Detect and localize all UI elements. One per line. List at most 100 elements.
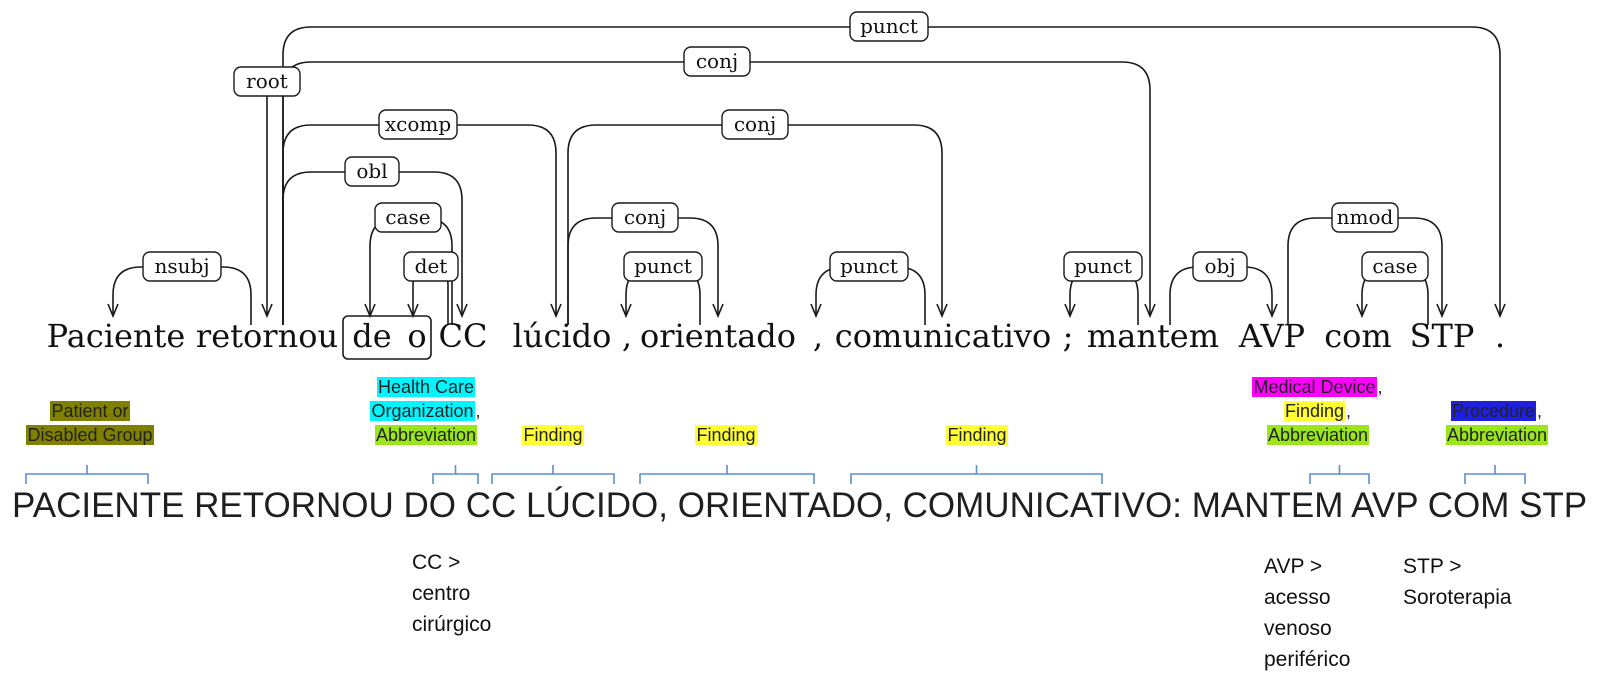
entity-category: Patient or — [50, 401, 130, 421]
entity-label-lucido: Finding — [443, 423, 663, 447]
svg-text:punct: punct — [634, 254, 692, 278]
relation-label: conj — [611, 202, 679, 233]
relation-label: punct — [623, 251, 703, 282]
note-cc: CC > centro cirúrgico — [412, 551, 492, 636]
entity-category: Disabled Group — [26, 425, 154, 445]
token-word: comunicativo — [835, 317, 1051, 355]
dependency-arc — [282, 171, 463, 325]
relation-label: obl — [344, 156, 400, 187]
entity-category: Health Care — [376, 377, 476, 397]
arrowhead — [1436, 303, 1448, 319]
span-bracket — [491, 465, 615, 484]
entity-label-line: Disabled Group — [0, 423, 200, 447]
entity-category: Medical Device — [1252, 377, 1377, 397]
svg-text:punct: punct — [860, 14, 918, 38]
token-word: . — [1495, 317, 1505, 355]
entity-label-orientado: Finding — [616, 423, 836, 447]
note-stp: STP > Soroterapia — [1403, 555, 1512, 609]
svg-text:case: case — [1372, 254, 1417, 278]
token-word: orientado — [640, 317, 796, 355]
entity-category: Finding — [946, 425, 1008, 445]
span-bracket — [850, 465, 1103, 484]
span-bracket — [1464, 465, 1526, 484]
arrowhead — [1494, 303, 1506, 319]
entity-label-line: Abbreviation — [316, 423, 536, 447]
arrowhead — [810, 303, 822, 319]
span-bracket — [639, 465, 815, 484]
entity-label-line: Health Care — [316, 375, 536, 399]
entity-label-line: Procedure, — [1387, 399, 1600, 423]
arrowhead — [712, 303, 724, 319]
span-bracket — [1309, 465, 1370, 484]
token-word: o — [407, 317, 426, 355]
entity-label-line: Finding, — [1208, 399, 1428, 423]
arrowhead — [1144, 303, 1156, 319]
relation-label: case — [1361, 251, 1429, 282]
arrowhead — [261, 303, 273, 319]
entity-category: Abbreviation — [1445, 425, 1549, 445]
span-bracket — [25, 465, 149, 484]
token-word: retornou — [196, 317, 338, 355]
entity-category: Organization — [370, 401, 475, 421]
arrowhead — [550, 303, 562, 319]
entity-label-avp: Medical Device,Finding,Abbreviation — [1208, 375, 1428, 447]
token-word: mantem — [1087, 317, 1219, 355]
token-word: STP — [1410, 317, 1475, 355]
entity-category: , — [1346, 401, 1352, 421]
span-brackets — [25, 465, 1526, 484]
entity-label-line: Finding — [443, 423, 663, 447]
svg-text:conj: conj — [696, 49, 738, 73]
token-word: AVP — [1238, 317, 1305, 355]
svg-text:conj: conj — [624, 205, 666, 229]
svg-text:root: root — [246, 69, 288, 93]
entity-label-stp: Procedure,Abbreviation — [1387, 399, 1600, 447]
relation-label: conj — [721, 109, 789, 140]
entity-category: Abbreviation — [1266, 425, 1370, 445]
entity-category: Finding — [695, 425, 757, 445]
entity-label-line: Finding — [616, 423, 836, 447]
entity-label-line: Medical Device, — [1208, 375, 1428, 399]
relation-label: nsubj — [142, 251, 222, 282]
relation-label: punct — [849, 11, 929, 42]
svg-text:nmod: nmod — [1337, 205, 1394, 229]
relation-label: det — [403, 251, 459, 282]
arrowhead — [456, 303, 468, 319]
token-word: , — [622, 317, 632, 355]
arrowhead — [364, 303, 376, 319]
entity-label-line: Finding — [867, 423, 1087, 447]
arrowhead — [1266, 303, 1278, 319]
arrowhead — [107, 303, 119, 319]
svg-text:det: det — [415, 254, 448, 278]
entity-label-comunicativo: Finding — [867, 423, 1087, 447]
token-word: , — [813, 317, 823, 355]
relation-label: nmod — [1331, 202, 1399, 233]
relation-label: punct — [829, 251, 909, 282]
relation-label: xcomp — [378, 109, 458, 140]
entity-category: , — [475, 401, 481, 421]
multiword-token-box — [342, 315, 432, 360]
arrowhead — [1064, 303, 1076, 319]
note-avp: AVP > acesso venoso periférico — [1264, 555, 1351, 671]
relation-label: punct — [1063, 251, 1143, 282]
svg-text:conj: conj — [734, 112, 776, 136]
entity-label-line: Organization, — [316, 399, 536, 423]
arrowhead — [407, 303, 419, 319]
token-word: com — [1324, 317, 1392, 355]
relation-label: conj — [683, 46, 751, 77]
token-word: Paciente — [47, 317, 186, 355]
token-word: lúcido — [513, 317, 612, 355]
entity-category: Finding — [522, 425, 584, 445]
entity-category: , — [1537, 401, 1543, 421]
relation-label: obj — [1192, 251, 1248, 282]
token-word: CC — [439, 317, 488, 355]
token-word: ; — [1063, 317, 1074, 355]
svg-text:nsubj: nsubj — [154, 254, 209, 278]
entity-label-patient: Patient or Disabled Group — [0, 399, 200, 447]
arrowhead — [620, 303, 632, 319]
entity-label-line: Abbreviation — [1387, 423, 1600, 447]
svg-text:xcomp: xcomp — [385, 112, 451, 136]
